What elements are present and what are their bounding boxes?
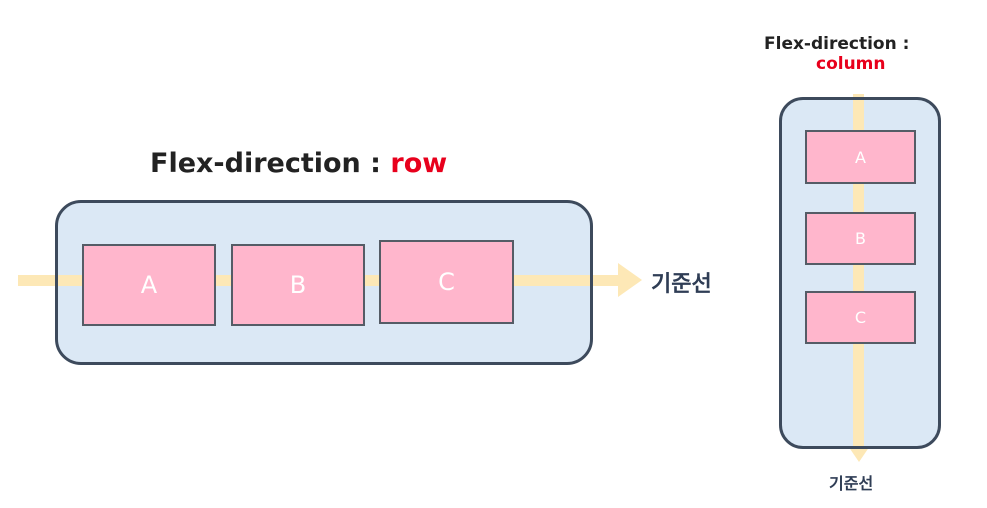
column-title: Flex-direction : column: [764, 34, 964, 74]
row-title-value: row: [390, 148, 448, 179]
column-item-a: A: [805, 130, 916, 184]
column-item-a-label: A: [855, 147, 866, 167]
row-item-c-label: C: [438, 268, 455, 296]
row-item-a-label: A: [140, 271, 158, 299]
row-item-b-label: B: [289, 271, 307, 299]
row-item-a: A: [82, 244, 216, 326]
column-item-b: B: [805, 212, 916, 265]
row-title: Flex-direction : row: [150, 148, 447, 179]
column-item-c-label: C: [854, 308, 867, 327]
row-axis-arrow-icon: [618, 263, 642, 297]
row-item-c: C: [379, 240, 514, 324]
row-title-prefix: Flex-direction :: [150, 148, 381, 179]
column-axis-inner: [853, 100, 864, 446]
column-title-prefix: Flex-direction :: [764, 34, 910, 54]
row-axis-label: 기준선: [651, 272, 712, 297]
column-axis-label: 기준선: [829, 474, 874, 493]
row-item-b: B: [231, 244, 365, 326]
column-item-c: C: [805, 291, 916, 344]
column-item-b-label: B: [855, 229, 866, 248]
column-title-value: column: [816, 54, 886, 74]
